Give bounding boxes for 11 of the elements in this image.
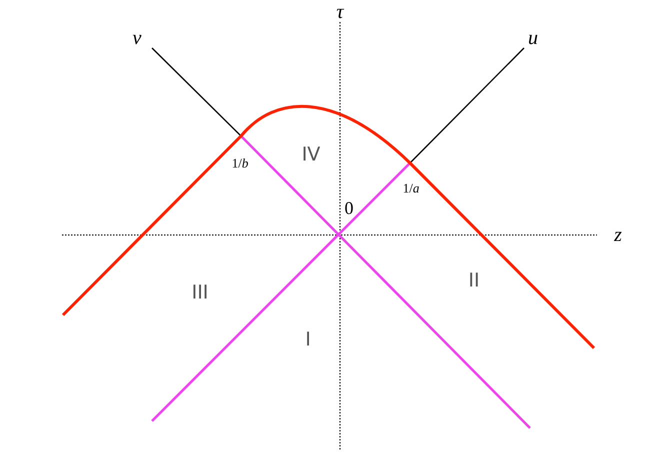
axis-label: z (614, 225, 622, 245)
origin-label: 0 (344, 199, 354, 217)
axis-label: τ (336, 2, 344, 22)
region-label: IV (302, 146, 320, 164)
point-label: 1/b (232, 156, 248, 170)
region-label: III (192, 284, 208, 302)
axis-label: u (528, 28, 538, 48)
axis-label: v (132, 28, 142, 48)
region-label: I (305, 330, 311, 350)
region-label: II (468, 272, 480, 290)
point-label: 1/a (402, 182, 420, 194)
